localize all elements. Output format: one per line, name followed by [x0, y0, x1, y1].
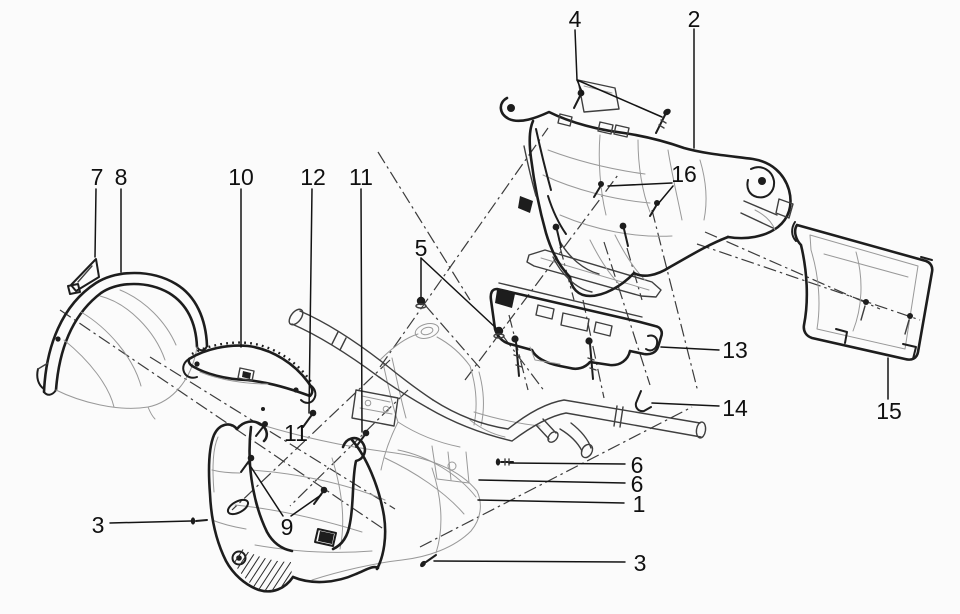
part-label-13: 13 [722, 337, 748, 363]
screw-3-right [420, 554, 437, 568]
part-15-rear-side-cover [791, 221, 934, 361]
screw-3-left [190, 517, 208, 525]
screw [619, 222, 629, 247]
part-14-handlebar [288, 308, 707, 459]
surround-screw-icon [194, 361, 200, 367]
leader-4 [574, 29, 584, 95]
fastener-5b [493, 326, 505, 339]
leader-13 [660, 346, 720, 351]
fasteners [190, 89, 671, 568]
side-cover-clip-screw [904, 313, 913, 335]
part-label-12: 12 [300, 164, 326, 190]
leader-3-right [433, 560, 626, 563]
leader-16b [657, 185, 674, 205]
part-label-2: 2 [688, 6, 701, 32]
leader-lines [94, 28, 889, 563]
part-label-15: 15 [876, 398, 902, 424]
screw-16a [593, 181, 604, 198]
part-label-4: 4 [569, 6, 582, 32]
leader-3-left [109, 520, 192, 524]
screw-11 [355, 429, 370, 448]
fastener-5a [415, 296, 427, 309]
part-label-16: 16 [671, 161, 697, 187]
screw [255, 421, 268, 437]
screw-4b [655, 108, 671, 134]
leader-14 [651, 402, 720, 407]
leader-9a [248, 463, 284, 517]
instrument-lens-strip [526, 249, 662, 298]
leader-1 [477, 499, 625, 504]
leader-11 [360, 188, 363, 433]
part-label-14: 14 [722, 395, 748, 421]
screw [552, 223, 562, 248]
leader-7 [94, 188, 97, 258]
part-label-11: 11 [284, 420, 308, 446]
leader-9b [290, 494, 322, 517]
leader-4b [576, 79, 663, 118]
screw-9a [240, 454, 255, 473]
part-label-6: 6 [631, 471, 644, 497]
part-7-corner-bracket [67, 258, 100, 295]
leader-6a [508, 462, 626, 465]
windscreen-screw-icon [55, 336, 61, 342]
part-label-10: 10 [228, 164, 254, 190]
cluster-clip [645, 334, 659, 352]
leader-16a [607, 182, 673, 187]
part-label-8: 8 [115, 164, 128, 190]
part-8-front-top-cover [36, 271, 209, 420]
part-2-rear-handlebar-cover [499, 79, 794, 298]
part-label-3: 3 [92, 512, 105, 538]
part-label-11: 11 [349, 164, 373, 190]
part-label-9: 9 [281, 514, 294, 540]
part-label-3: 3 [634, 550, 647, 576]
side-cover-clip-screw [860, 299, 869, 321]
cover-hole [231, 550, 247, 566]
part-label-7: 7 [91, 164, 104, 190]
screw-12 [302, 409, 317, 428]
part-10-instrument-surround [182, 341, 317, 411]
leader-12 [308, 188, 313, 414]
surround-screw-icon [293, 387, 299, 393]
leader-6b [478, 479, 626, 484]
part-label-6: 6 [631, 452, 644, 478]
leader-5b [420, 257, 497, 329]
screw [511, 335, 523, 377]
handlebar-clip [634, 390, 652, 413]
assembly-axes [59, 127, 921, 548]
screw-4a [573, 89, 585, 109]
cover-oval-slot [226, 498, 250, 516]
handlebar-riser-frame [351, 323, 541, 484]
part-label-1: 1 [633, 491, 646, 517]
part-label-5: 5 [415, 235, 428, 261]
screw-6 [495, 458, 514, 466]
screw [585, 337, 597, 380]
part-1-front-handlebar-cover [207, 420, 481, 593]
